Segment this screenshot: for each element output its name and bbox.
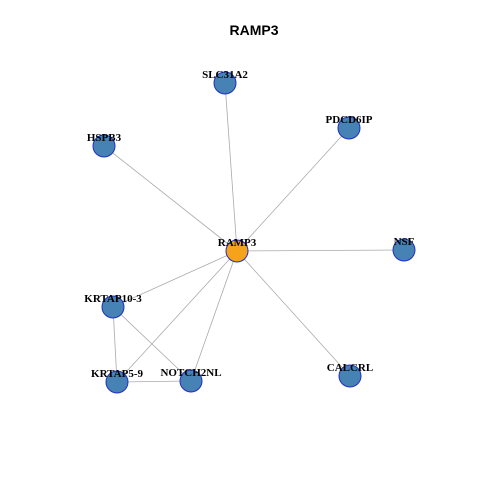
- node-nsf: [392, 238, 416, 262]
- diagram-title: RAMP3: [229, 22, 278, 38]
- edge-krtap10-3-notch2nl: [112, 306, 192, 382]
- edge-krtap5-9-notch2nl: [116, 380, 192, 383]
- node-pdcd6ip: [337, 116, 361, 140]
- edge-ramp3-pdcd6ip: [236, 127, 350, 252]
- node-ramp3: [225, 239, 249, 263]
- node-label-nsf: NSF: [394, 236, 415, 248]
- node-hspb3: [92, 134, 116, 158]
- node-label-krtap10-3: KRTAP10-3: [84, 293, 142, 305]
- edge-ramp3-nsf: [236, 249, 405, 252]
- node-slc31a2: [213, 71, 237, 95]
- node-label-krtap5-9: KRTAP5-9: [91, 368, 143, 380]
- edge-ramp3-notch2nl: [190, 250, 238, 382]
- edge-krtap10-3-krtap5-9: [112, 306, 118, 383]
- node-notch2nl: [179, 369, 203, 393]
- node-label-notch2nl: NOTCH2NL: [160, 367, 221, 379]
- node-krtap10-3: [101, 295, 125, 319]
- node-layer: [92, 71, 416, 394]
- edge-ramp3-calcrl: [236, 250, 351, 377]
- edge-ramp3-krtap10-3: [112, 250, 238, 308]
- node-label-calcrl: CALCRL: [327, 362, 373, 374]
- edge-ramp3-krtap5-9: [116, 250, 238, 383]
- edge-ramp3-slc31a2: [224, 82, 238, 252]
- node-label-pdcd6ip: PDCD6IP: [325, 114, 372, 126]
- edge-ramp3-hspb3: [103, 145, 238, 252]
- node-krtap5-9: [105, 370, 129, 394]
- node-label-hspb3: HSPB3: [87, 132, 122, 144]
- edge-layer: [103, 82, 405, 383]
- node-calcrl: [338, 364, 362, 388]
- node-label-ramp3: RAMP3: [218, 237, 257, 249]
- node-label-slc31a2: SLC31A2: [202, 69, 248, 81]
